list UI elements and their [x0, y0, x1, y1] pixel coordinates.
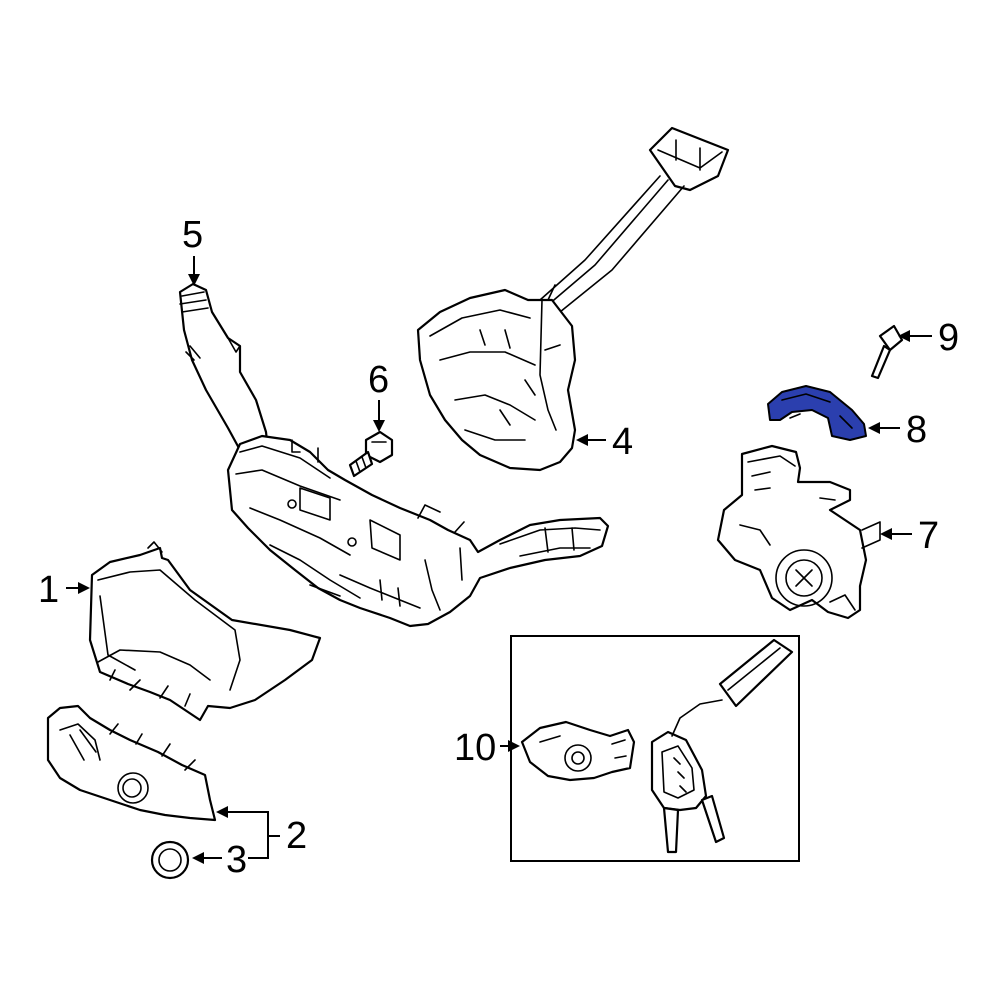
- callout-5-arrow: [188, 256, 200, 286]
- part-7-lock-housing[interactable]: [716, 444, 881, 620]
- callout-8-arrow: [868, 422, 900, 434]
- part-10-kit-box[interactable]: [510, 635, 800, 862]
- callout-6-label: 6: [368, 359, 389, 401]
- part-5-stalk-left[interactable]: [178, 282, 270, 458]
- part-1-upper-cover[interactable]: [88, 541, 322, 722]
- callout-5-label: 5: [182, 214, 203, 256]
- callout-3-label: 3: [226, 839, 247, 881]
- callout-9-arrow: [898, 330, 932, 342]
- callout-8-label: 8: [906, 409, 927, 451]
- callout-7-label: 7: [918, 515, 939, 557]
- part-combination-switch-body[interactable]: [226, 434, 610, 628]
- part-6-screw[interactable]: [348, 430, 394, 478]
- callout-4-arrow: [576, 434, 606, 446]
- callout-7-arrow: [880, 528, 912, 540]
- callout-10-label: 10: [454, 727, 496, 769]
- part-8-shroud-highlighted[interactable]: [767, 385, 867, 441]
- callout-10-arrow: [500, 740, 520, 752]
- callout-3-arrow: [192, 852, 222, 864]
- callout-6-arrow: [373, 400, 385, 432]
- part-9-bolt[interactable]: [870, 324, 904, 380]
- part-2-lower-cover[interactable]: [46, 704, 217, 822]
- callout-4-label: 4: [612, 421, 633, 463]
- callout-9-label: 9: [938, 317, 959, 359]
- callout-1-arrow: [66, 582, 90, 594]
- callout-1-label: 1: [38, 569, 59, 611]
- part-3-ring[interactable]: [150, 840, 190, 880]
- part-4-clock-spring[interactable]: [416, 126, 730, 472]
- callout-2-bracket: [216, 806, 280, 859]
- callout-2-label: 2: [286, 815, 307, 857]
